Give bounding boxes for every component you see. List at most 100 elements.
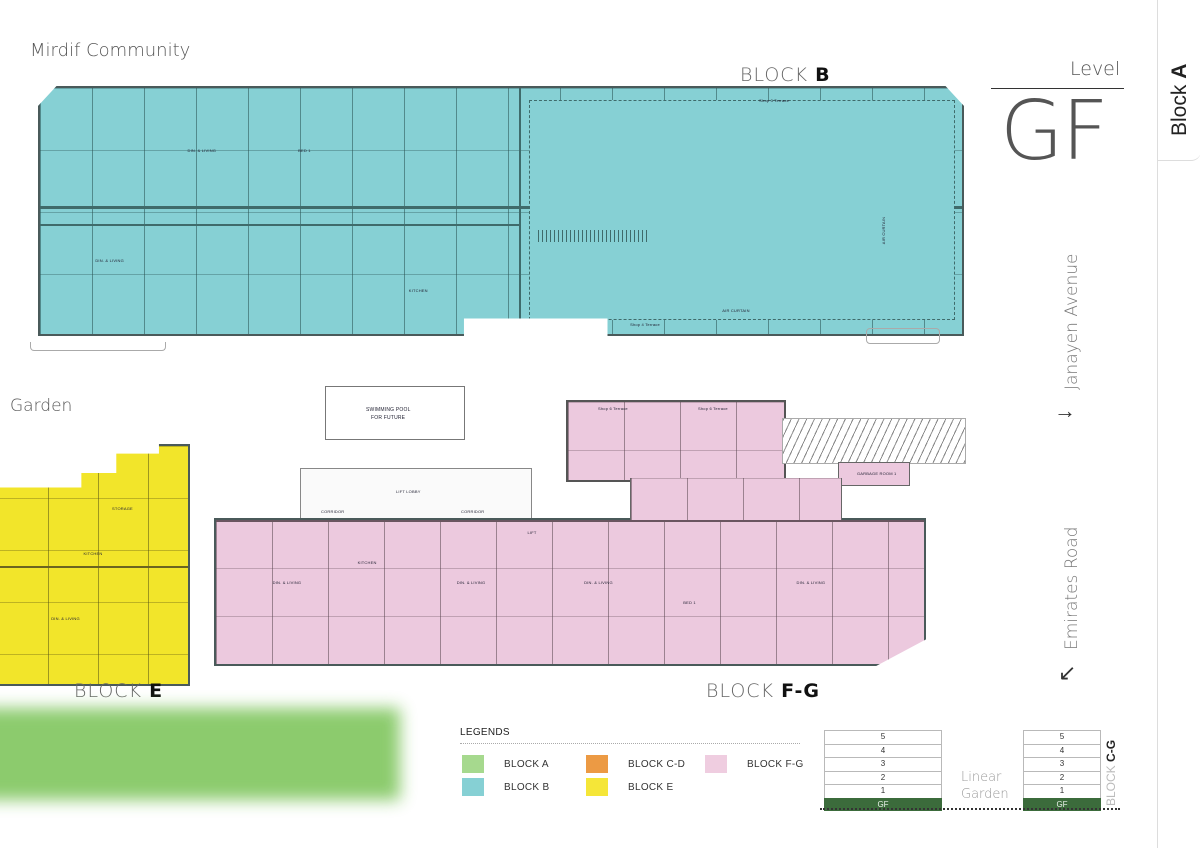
level-label: Level <box>1070 58 1121 80</box>
level-gf-active[interactable]: GF <box>824 797 942 811</box>
block-e-prefix: BLOCK <box>74 680 143 702</box>
road-marking <box>30 342 166 351</box>
arrow-down-left-icon: ↙ <box>1058 660 1077 685</box>
room-label: KITCHEN <box>83 551 103 556</box>
legend-item-block-e: BLOCK E <box>586 778 673 796</box>
shop-terrace-label: Shop 4 Terrace <box>630 322 660 327</box>
level-2[interactable]: 2 <box>1023 770 1101 784</box>
legend-label: BLOCK C-D <box>628 758 686 770</box>
swatch <box>705 755 727 773</box>
linear-garden-label: Linear Garden <box>961 770 1009 802</box>
level-1[interactable]: 1 <box>1023 784 1101 798</box>
swatch <box>586 778 608 796</box>
legend-label: BLOCK F-G <box>747 758 804 770</box>
legend-title: LEGENDS <box>460 727 510 738</box>
room-label: LIFT <box>527 530 537 535</box>
garbage-room-label: GARBAGE ROOM 1 <box>857 471 897 476</box>
corridor-label: CORRIDOR <box>461 509 485 514</box>
shop-terrace-label: Shop 6 Terrace <box>698 406 728 411</box>
retail-area <box>528 100 955 320</box>
block-e-name: E <box>149 680 164 702</box>
block-e-title: BLOCK E <box>74 680 163 702</box>
room-label: STORAGE <box>112 506 133 511</box>
level-3[interactable]: 3 <box>1023 757 1101 771</box>
level-divider <box>991 88 1124 89</box>
level-stack-left: 5 4 3 2 1 GF <box>824 730 942 811</box>
corridor-label: CORRIDOR <box>321 509 345 514</box>
room-label: DIN. & LIVING <box>187 148 217 153</box>
room-label: DIN. & LIVING <box>272 580 302 585</box>
swatch <box>586 755 608 773</box>
level-value: GF <box>1000 84 1109 179</box>
tab-border <box>1157 160 1158 848</box>
community-label: Mirdif Community <box>30 40 191 61</box>
shop-terrace-label: Shop 6 Terrace <box>598 406 628 411</box>
linear-garden-band <box>0 708 400 800</box>
ground-line <box>820 808 1120 810</box>
janayen-avenue-label: Janayen Avenue <box>1062 253 1082 390</box>
level-5[interactable]: 5 <box>824 730 942 744</box>
room-label: DIN. & LIVING <box>95 258 124 263</box>
room-label: DIN. & LIVING <box>796 580 826 585</box>
block-tab-label: Block A <box>1168 63 1191 136</box>
room-label: BED 1 <box>683 600 696 605</box>
block-e-floorplan[interactable]: DIN. & LIVING STORAGE KITCHEN <box>0 444 190 686</box>
shop-terrace-label: Shop 3 Terrace <box>759 98 790 103</box>
wall <box>216 520 924 522</box>
block-b-name: B <box>815 64 831 86</box>
lift-lobby-core: LIFT LOBBY CORRIDOR CORRIDOR <box>300 468 532 520</box>
swimming-pool[interactable]: SWIMMING POOL FOR FUTURE <box>325 386 465 440</box>
block-fg-retail[interactable]: Shop 6 Terrace Shop 6 Terrace <box>566 400 786 482</box>
air-curtain-label: AIR CURTAIN <box>722 308 750 313</box>
room-label: DIN. & LIVING <box>584 580 613 585</box>
legend-item-block-fg: BLOCK F-G <box>705 755 804 773</box>
swatch <box>462 755 484 773</box>
air-curtain-label: AIR CURTAIN <box>880 216 886 245</box>
level-5[interactable]: 5 <box>1023 730 1101 744</box>
wall <box>0 566 188 568</box>
pool-sublabel: FOR FUTURE <box>371 415 406 421</box>
ramp <box>782 418 966 464</box>
emirates-road-label: Emirates Road <box>1062 526 1082 650</box>
legend-label: BLOCK E <box>628 781 674 793</box>
block-fg-floorplan[interactable]: DIN. & LIVING KITCHEN DIN. & LIVING DIN.… <box>214 518 926 666</box>
arrow-right-icon: → <box>1054 398 1076 423</box>
level-stack-right: 5 4 3 2 1 GF <box>1023 730 1101 811</box>
legend-label: BLOCK A <box>504 758 549 770</box>
corridor-wall <box>40 206 962 209</box>
level-4[interactable]: 4 <box>824 743 942 757</box>
level-2[interactable]: 2 <box>824 770 942 784</box>
legend-divider <box>460 743 800 744</box>
garden-label: Garden <box>10 396 73 416</box>
road-marking <box>866 328 940 344</box>
block-tab[interactable] <box>1157 0 1200 161</box>
pool-label: SWIMMING POOL <box>366 407 411 413</box>
room-label: KITCHEN <box>357 560 377 565</box>
room-label: KITCHEN <box>408 288 428 293</box>
level-4[interactable]: 4 <box>1023 743 1101 757</box>
partition-wall <box>519 88 522 334</box>
lift-lobby-label: LIFT LOBBY <box>396 489 421 494</box>
legend-item-block-b: BLOCK B <box>462 778 549 796</box>
room-label: BED 1 <box>298 148 311 153</box>
block-b-title: BLOCK B <box>740 64 831 86</box>
garbage-room: GARBAGE ROOM 1 <box>838 462 910 486</box>
block-b-prefix: BLOCK <box>740 64 809 86</box>
level-3[interactable]: 3 <box>824 757 942 771</box>
level-1[interactable]: 1 <box>824 784 942 798</box>
stair <box>537 230 649 242</box>
block-b-floorplan[interactable]: Shop 3 Terrace AIR CURTAIN AIR CURTAIN S… <box>38 86 964 336</box>
swatch <box>462 778 484 796</box>
stack-right-label: BLOCK C-G <box>1104 739 1118 806</box>
block-fg-core <box>630 478 842 520</box>
block-fg-name: F-G <box>781 680 820 702</box>
legend-item-block-cd: BLOCK C-D <box>586 755 685 773</box>
block-fg-prefix: BLOCK <box>706 680 775 702</box>
legend-item-block-a: BLOCK A <box>462 755 549 773</box>
corridor-wall <box>40 224 520 226</box>
block-fg-title: BLOCK F-G <box>706 680 820 702</box>
legend-label: BLOCK B <box>504 781 550 793</box>
level-gf-active[interactable]: GF <box>1023 797 1101 811</box>
room-label: DIN. & LIVING <box>456 580 486 585</box>
room-label: DIN. & LIVING <box>51 616 80 621</box>
